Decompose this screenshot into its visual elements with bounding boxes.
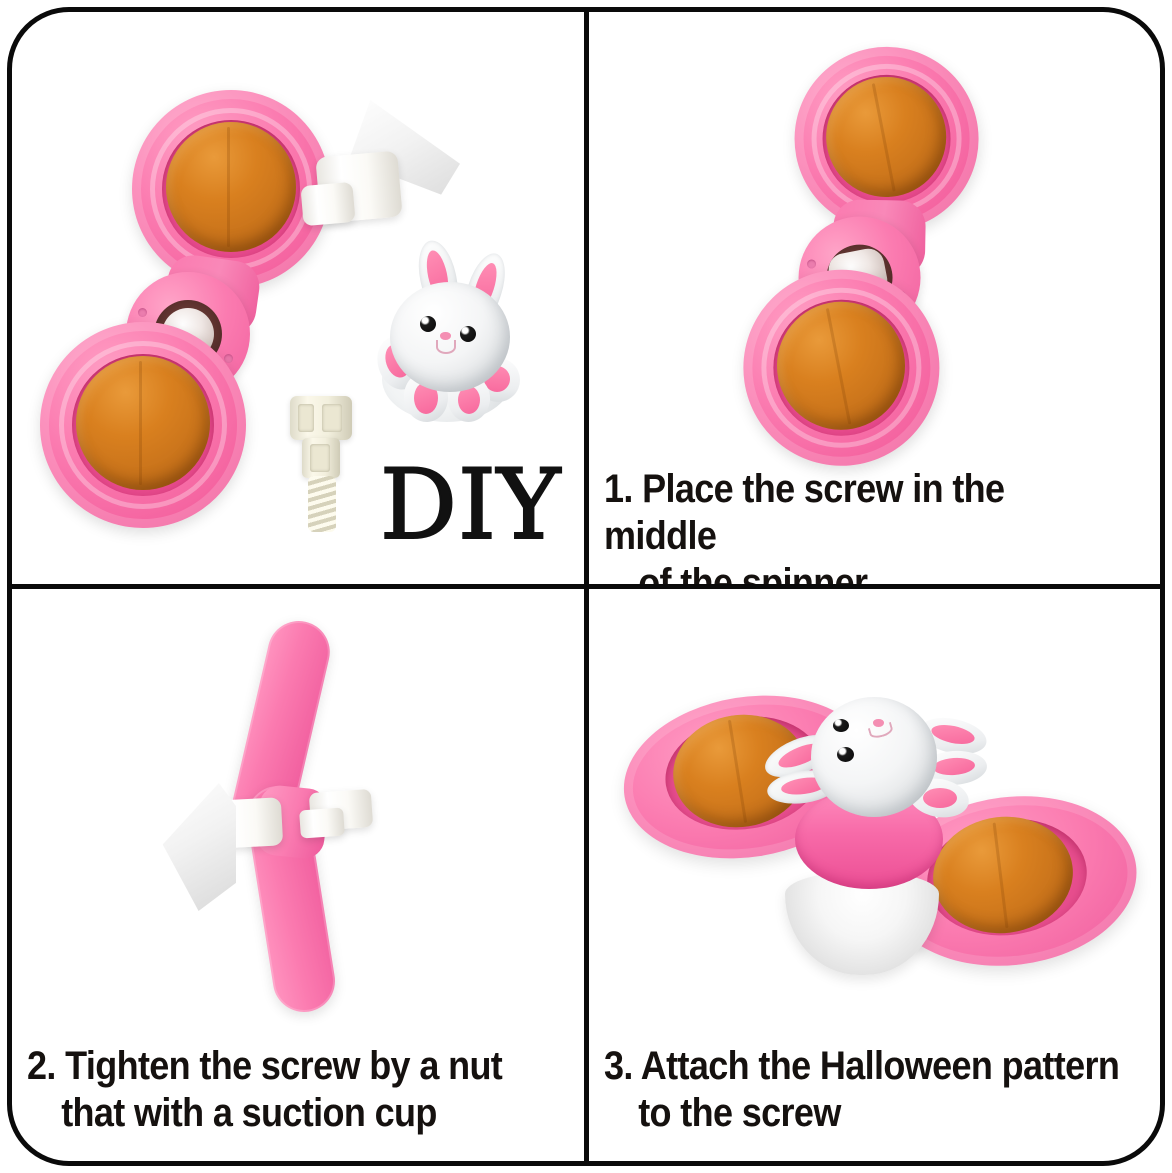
caption-line-2: to the screw — [638, 1091, 841, 1136]
bunny-cap-part — [370, 237, 530, 425]
screw-part — [288, 396, 364, 536]
caption-line-1: 1. Place the screw in the middle — [604, 467, 1005, 559]
spinner-hub-dot-left — [138, 308, 147, 317]
spinner-body-flat — [38, 72, 330, 528]
caption-line-1: 2. Tighten the screw by a nut — [27, 1044, 503, 1088]
spinner-side-view — [162, 614, 422, 1017]
suction-cup-disc-s2 — [162, 783, 236, 911]
pop-ball-top[interactable] — [166, 122, 296, 252]
screw-shank-slot — [310, 444, 330, 472]
pop-ball-bottom[interactable] — [76, 356, 210, 490]
bunny-head-s3 — [811, 697, 937, 817]
diy-label: DIY — [379, 449, 562, 561]
nut-flange — [300, 181, 356, 227]
bunny-nose — [440, 332, 451, 340]
bunny-eye-left-s3 — [833, 719, 849, 732]
bunny-eye-right — [460, 326, 476, 342]
horizontal-divider — [9, 584, 1164, 589]
bunny-paw-right-low-inner-s3 — [923, 788, 957, 808]
bunny-eye-right-s3 — [837, 747, 854, 762]
assembled-spinner — [612, 678, 1147, 989]
bunny-foot-right-inner — [458, 386, 480, 414]
screw-head-slot-right — [322, 404, 342, 432]
caption-line-2: that with a suction cup — [61, 1091, 437, 1136]
screw-stub-tip-s2 — [299, 807, 345, 839]
caption-line-2: of the spinner — [638, 561, 868, 584]
bunny-mouth — [436, 340, 456, 354]
bunny-topper — [759, 685, 990, 822]
caption-line-1: 3. Attach the Halloween pattern — [604, 1044, 1120, 1088]
bunny-eye-left — [420, 316, 436, 332]
suction-cup-nut-part — [300, 100, 462, 250]
screw-thread — [308, 476, 336, 532]
bunny-nose-s3 — [873, 719, 884, 727]
screw-head-slot-left — [298, 404, 314, 432]
spinner-with-screw — [684, 31, 1037, 487]
panel-parts-overview: DIY — [12, 12, 584, 584]
spinner-hub-dot-right — [224, 354, 233, 363]
